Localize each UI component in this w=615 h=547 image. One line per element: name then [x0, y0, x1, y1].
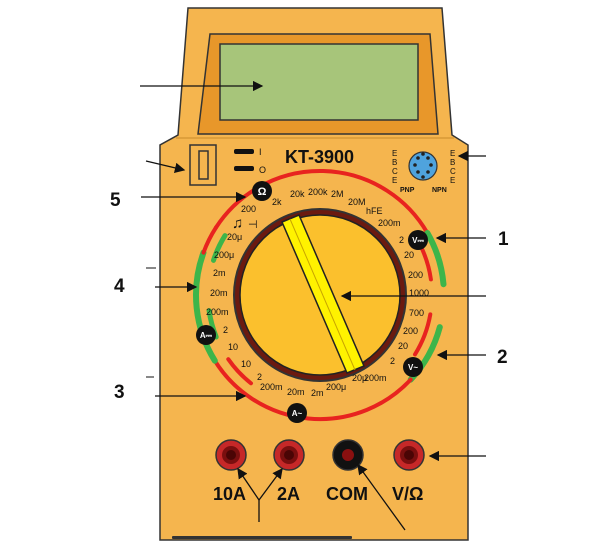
dc-volt-mode-badge: V⎓: [408, 230, 428, 250]
ac-amp-mode-badge: A~: [287, 403, 307, 423]
npn-pin-e2: E: [450, 176, 455, 185]
dca-range-labels: 20μ 200μ 2m 20m 200m 2 10: [206, 232, 242, 352]
lcd-screen: [219, 43, 419, 121]
dca-range-200m: 200m: [206, 307, 229, 317]
leader-10a: [237, 467, 260, 501]
leader-power-switch: [145, 160, 186, 173]
dca-range-2m: 2m: [213, 268, 226, 278]
jack-v-ohm-label: V/Ω: [392, 484, 423, 504]
dca-range-20m: 20m: [210, 288, 228, 298]
pnp-label: PNP: [400, 187, 415, 194]
ohm-range-20k: 20k: [290, 189, 305, 199]
ohm-mode-badge: Ω: [252, 181, 272, 201]
pnp-pin-e1: E: [392, 149, 397, 158]
acv-range-20: 20: [398, 341, 408, 351]
callout-number-3: 3: [114, 382, 125, 403]
jack-com[interactable]: [332, 439, 364, 471]
jack-com-label: COM: [326, 484, 368, 504]
aca-range-10: 10: [241, 359, 251, 369]
jack-2a-label: 2A: [277, 484, 300, 504]
arc-acv-red-inner: [413, 312, 433, 357]
dca-range-200u: 200μ: [214, 250, 234, 260]
arc-aca-outer: [212, 358, 413, 422]
aca-range-200m: 200m: [260, 382, 283, 392]
pnp-pin-e2: E: [392, 176, 397, 185]
acv-range-200m: 200m: [364, 373, 387, 383]
dcv-range-2: 2: [399, 235, 404, 245]
ohm-icon: Ω: [258, 186, 267, 198]
acv-range-labels: 700 200 20 2 200m: [364, 308, 424, 383]
ac-volt-mode-badge: V~: [403, 357, 423, 377]
dial-pointer: [281, 214, 365, 374]
hfe-socket[interactable]: [408, 151, 438, 181]
acv-range-200: 200: [403, 326, 418, 336]
arc-dcv-green: [424, 230, 447, 288]
dc-volt-icon: V⎓: [412, 236, 424, 245]
switch-on-mark: [234, 149, 254, 154]
pnp-pin-b: B: [392, 158, 397, 167]
dcv-range-labels: 200m 2 20 200 1000: [378, 218, 429, 298]
dc-amp-mode-badge: A⎓: [196, 325, 216, 345]
aca-range-2: 2: [257, 372, 262, 382]
arc-dca-green-inner-2: [206, 308, 219, 340]
switch-mark-off-label: O: [259, 165, 266, 175]
callout-number-1: 1: [498, 229, 509, 250]
dca-range-10: 10: [228, 342, 238, 352]
hfe-range-label: hFE: [366, 206, 383, 216]
npn-pin-c: C: [450, 167, 456, 176]
callout-number-2: 2: [497, 347, 508, 368]
ohm-range-labels: 200 2k 20k 200k 2M 20M: [241, 187, 366, 214]
arc-dca-green-outer: [193, 249, 218, 364]
buzzer-icon: ♫: [232, 215, 243, 232]
leader-2a: [258, 467, 283, 501]
jack-10a[interactable]: [215, 439, 247, 471]
acv-range-700: 700: [409, 308, 424, 318]
dc-amp-icon: A⎓: [200, 331, 213, 340]
callout-lines: [140, 80, 486, 531]
ac-amp-icon: A~: [292, 409, 303, 418]
pnp-pin-c: C: [392, 167, 398, 176]
aca-range-20m: 20m: [287, 387, 305, 397]
power-switch-lever[interactable]: [198, 150, 209, 180]
dial-pointer-stripe: [289, 218, 356, 371]
dca-range-20u: 20μ: [227, 232, 242, 242]
ohm-range-2m: 2M: [331, 189, 344, 199]
npn-pin-b: B: [450, 158, 455, 167]
dcv-range-1000: 1000: [409, 288, 429, 298]
stray-marks: [146, 267, 156, 378]
npn-pin-e1: E: [450, 149, 455, 158]
model-label: KT-3900: [285, 147, 354, 167]
ohm-range-200k: 200k: [308, 187, 328, 197]
cropped-caption-remnant: [172, 536, 352, 539]
aca-range-20u: 20μ: [352, 373, 367, 383]
leader-com: [357, 463, 406, 531]
jack-2a[interactable]: [273, 439, 305, 471]
jack-v-ohm[interactable]: [393, 439, 425, 471]
dcv-range-20: 20: [404, 250, 414, 260]
aca-range-labels: 10 2 200m 20m 2m 200μ 20μ: [241, 359, 367, 398]
jack-10a-label: 10A: [213, 484, 246, 504]
aca-range-2m: 2m: [311, 388, 324, 398]
arc-aca-red-inner: [226, 357, 253, 386]
dca-range-2: 2: [223, 325, 228, 335]
aca-range-200u: 200μ: [326, 382, 346, 392]
ohm-range-2k: 2k: [272, 197, 282, 207]
npn-label: NPN: [432, 187, 447, 194]
switch-off-mark: [234, 166, 254, 171]
callout-number-4: 4: [114, 276, 125, 297]
ac-volt-icon: V~: [408, 363, 418, 372]
dcv-range-200: 200: [408, 270, 423, 280]
arc-dca-green-inner: [211, 233, 228, 263]
acv-range-2: 2: [390, 356, 395, 366]
switch-mark-on-label: I: [259, 147, 262, 157]
callout-number-5: 5: [110, 190, 121, 211]
arc-dca-red-outer: [201, 225, 218, 255]
hfe-socket-pins: [413, 152, 433, 179]
ohm-range-200: 200: [241, 204, 256, 214]
diode-icon: ⊣: [248, 219, 258, 231]
ohm-range-20m: 20M: [348, 197, 366, 207]
dcv-range-200m: 200m: [378, 218, 401, 228]
